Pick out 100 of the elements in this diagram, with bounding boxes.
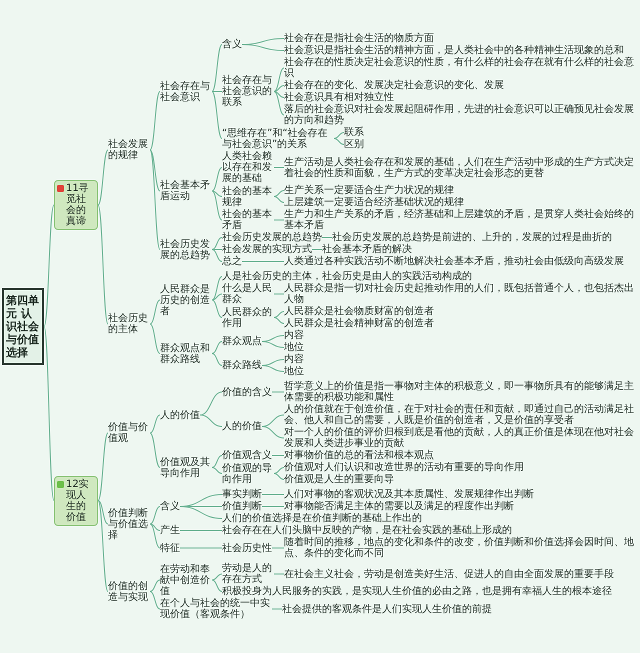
branch-label: 含义: [222, 39, 242, 50]
branch-label: 总之: [222, 256, 242, 267]
branch-label: 事实判断: [222, 489, 262, 500]
branch-label: 社会历史性: [222, 542, 272, 554]
branch-line: [150, 524, 160, 548]
branch-line: [274, 167, 284, 168]
leaf-text: 人们对事物的客观状况及其本质属性、发展规律作出判断: [284, 489, 534, 500]
branch-line: [150, 150, 160, 192]
branch-line: [312, 249, 322, 250]
leaf-text: 价值观对人们认识和改造世界的活动有重要的导向作用: [284, 462, 524, 473]
leaf-text: 对事物价值的总的看法和根本观点: [284, 450, 434, 461]
branch-line: [274, 85, 284, 92]
branch-line: [150, 524, 160, 531]
leaf-text: 落后的社会意识对社会发展起阻碍作用，先进的社会意识可以正确预见社会发展的方向和趋势: [284, 104, 636, 126]
leaf-text: 人们的价值选择是在价值判断的基础上作出的: [222, 513, 422, 524]
leaf-text: 社会存在是指社会生活的物质方面: [284, 33, 434, 44]
branch-line: [150, 580, 160, 592]
branch-line: [212, 91, 222, 92]
branch-line: [272, 455, 284, 456]
leaf-text: 对一个人的价值的评价归根到底是看他的贡献，人的真正价值是体现在他对社会发展和人类进步事业的贡献: [284, 427, 636, 449]
branch-label: “思维存在”和“社会存在与社会意识”的关系: [222, 128, 334, 150]
branch-label: 特征: [160, 542, 180, 554]
branch-line: [274, 190, 284, 197]
branch-label: 群众观点: [222, 336, 262, 347]
branch-line: [150, 591, 160, 610]
leaf-text: 对事物能否满足主体的需要以及满足的程度作出判断: [284, 501, 514, 512]
branch-label: 群众观点和群众路线: [160, 342, 212, 364]
branch-line: [212, 276, 222, 300]
branch-line: [212, 455, 222, 468]
branch-line: [212, 167, 222, 192]
branch-line: [212, 467, 222, 474]
branch-line: [150, 300, 160, 324]
branch-line: [150, 324, 160, 354]
branch-line: [274, 91, 284, 116]
branch-line: [272, 608, 282, 610]
leaf-text: 社会基本矛盾的解决: [322, 244, 412, 255]
branch-label: 价值与价值观: [108, 422, 150, 444]
branch-line: [334, 138, 344, 145]
branch-label: 人的价值: [222, 421, 262, 432]
branch-label: 社会历史发展的总趋势: [160, 238, 212, 260]
leaf-text: 地位: [284, 342, 304, 353]
branch-label: 社会发展的规律: [108, 139, 150, 161]
branch-label: 社会基本矛盾运动: [160, 180, 212, 202]
leaf-text: 社会存在的性质决定社会意识的性质，有什么样的社会存在就有什么样的社会意识: [284, 57, 636, 79]
leaf-text: 社会意识具有相对独立性: [284, 92, 394, 103]
branch-label: 人民群众是历史的创造者: [160, 284, 212, 316]
branch-label: 产生: [160, 525, 180, 536]
branch-line: [262, 414, 284, 427]
branch-line: [212, 237, 222, 250]
branch-label: 价值观含义: [222, 450, 272, 461]
leaf-text: 在社会主义社会，劳动是创造美好生活、促进人的自由全面发展的重要手段: [284, 568, 614, 580]
branch-label: 价值的含义: [222, 386, 272, 398]
leaf-text: 人是社会历史的主体，社会历史是由人的实践活动构成的: [222, 271, 472, 282]
branch-line: [150, 414, 160, 434]
branch-line: [98, 204, 108, 324]
branch-label: 价值的创造与实现: [108, 580, 150, 602]
leaf-text: 人的价值就在于创造价值，在于对社会的责任和贡献，即通过自己的活动满足社会、他人和自己的需要，人既是价值的创造者，又是价值的享受者: [284, 404, 636, 426]
leaf-text: 社会存在在人们头脑中反映的产物，是在社会实践的基础上形成的: [222, 525, 512, 536]
branch-label: 在个人与社会的统一中实现价值（客观条件）: [160, 598, 272, 620]
branch-line: [200, 392, 222, 416]
branch-line: [334, 132, 344, 139]
leaf-text: 生产关系一定要适合生产力状况的规律: [284, 185, 454, 196]
branch-line: [322, 237, 332, 238]
branch-label: 社会发展的实现方式: [222, 244, 312, 255]
leaf-text: 上层建筑一定要适合经济基础状况的规律: [284, 197, 464, 208]
topic-box: [54, 476, 98, 526]
branch-line: [212, 580, 222, 592]
branch-line: [212, 249, 222, 262]
leaf-text: 人民群众是社会精神财富的创造者: [284, 318, 434, 329]
branch-line: [262, 365, 284, 372]
branch-line: [212, 249, 222, 250]
branch-line: [262, 494, 284, 495]
branch-label: 社会历史的主体: [108, 313, 150, 335]
branch-line: [212, 294, 222, 300]
branch-line: [212, 190, 222, 197]
branch-label: 人的价值: [160, 410, 200, 420]
branch-label: 社会历史发展的总趋势: [222, 232, 322, 243]
branch-line: [150, 432, 160, 468]
branch-line: [242, 261, 284, 262]
branch-line: [212, 190, 222, 220]
branch-line: [274, 196, 284, 203]
branch-label: 在劳动和奉献中创造价值: [160, 564, 212, 596]
leaf-text: 社会存在的变化、发展决定社会意识的变化、发展: [284, 80, 504, 91]
leaf-text: 人类通过各种实践活动不断地解决社会基本矛盾，推动社会由低级向高级发展: [284, 256, 624, 267]
branch-line: [180, 530, 222, 531]
leaf-text: 地位: [284, 366, 304, 377]
branch-label: 什么是人民群众: [222, 283, 274, 305]
leaf-text: 内容: [284, 354, 304, 365]
branch-line: [274, 473, 284, 480]
branch-line: [150, 506, 160, 524]
branch-line: [212, 341, 222, 354]
branch-line: [98, 150, 108, 206]
branch-label: 社会的基本规律: [222, 186, 274, 208]
branch-line: [274, 467, 284, 474]
branch-line: [274, 317, 284, 324]
branch-label: 社会的基本矛盾: [222, 209, 274, 231]
leaf-text: 人民群众是指一切对社会历史起推动作用的人们，既包括普通个人，也包括杰出人物: [284, 283, 636, 305]
branch-line: [44, 204, 54, 327]
leaf-text: 社会意识是指社会生活的精神方面，是人类社会中的各种精神生活现象的总和: [284, 45, 624, 56]
leaf-text: 随着时间的推移，地点的变化和条件的改变，价值判断和价值选择会因时间、地点、条件的变化而不同: [284, 537, 636, 559]
